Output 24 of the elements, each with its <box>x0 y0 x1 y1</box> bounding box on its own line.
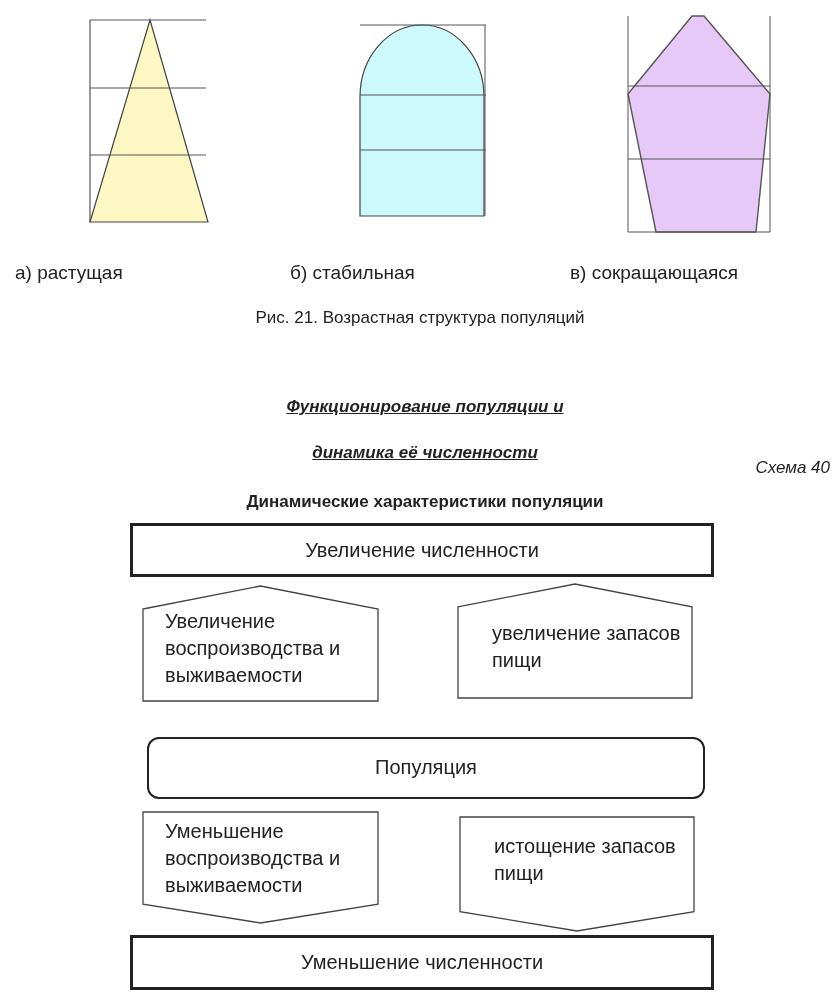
process-box <box>147 737 705 799</box>
section-heading: Функционирование популяции и динамика её численности <box>285 396 565 464</box>
box-text: Уменьшение численности <box>299 950 545 975</box>
process-box <box>130 523 714 577</box>
box-text: увеличение запасов пищи <box>492 621 682 673</box>
scheme-number: Схема 40 <box>754 458 830 478</box>
age-pyramid-drawing <box>358 22 488 218</box>
pentagon-arrow-box <box>458 584 692 698</box>
box-text: Уменьшение воспроизводства и выживаемости <box>165 819 342 898</box>
age-pyramid-drawing <box>626 14 772 234</box>
scheme-title: Динамические характеристики популяции <box>245 492 605 512</box>
figure-caption: б) стабильная <box>290 262 415 284</box>
box-text: истощение запасов пищи <box>494 834 677 886</box>
age-pyramid-drawing <box>88 18 210 224</box>
pentagon-arrow-box <box>460 817 694 931</box>
pentagon-arrow-box <box>143 586 378 701</box>
figure-title: Рис. 21. Возрастная структура популяций <box>254 308 586 328</box>
process-box <box>130 935 714 990</box>
figure-caption: а) растущая <box>15 262 123 284</box>
box-text: Увеличение численности <box>304 537 540 563</box>
figure-caption: в) сокращающаяся <box>570 262 739 284</box>
box-text: Увеличение воспроизводства и выживаемости <box>165 609 342 688</box>
pentagon-arrow-box <box>143 812 378 923</box>
box-text: Популяция <box>374 755 478 780</box>
